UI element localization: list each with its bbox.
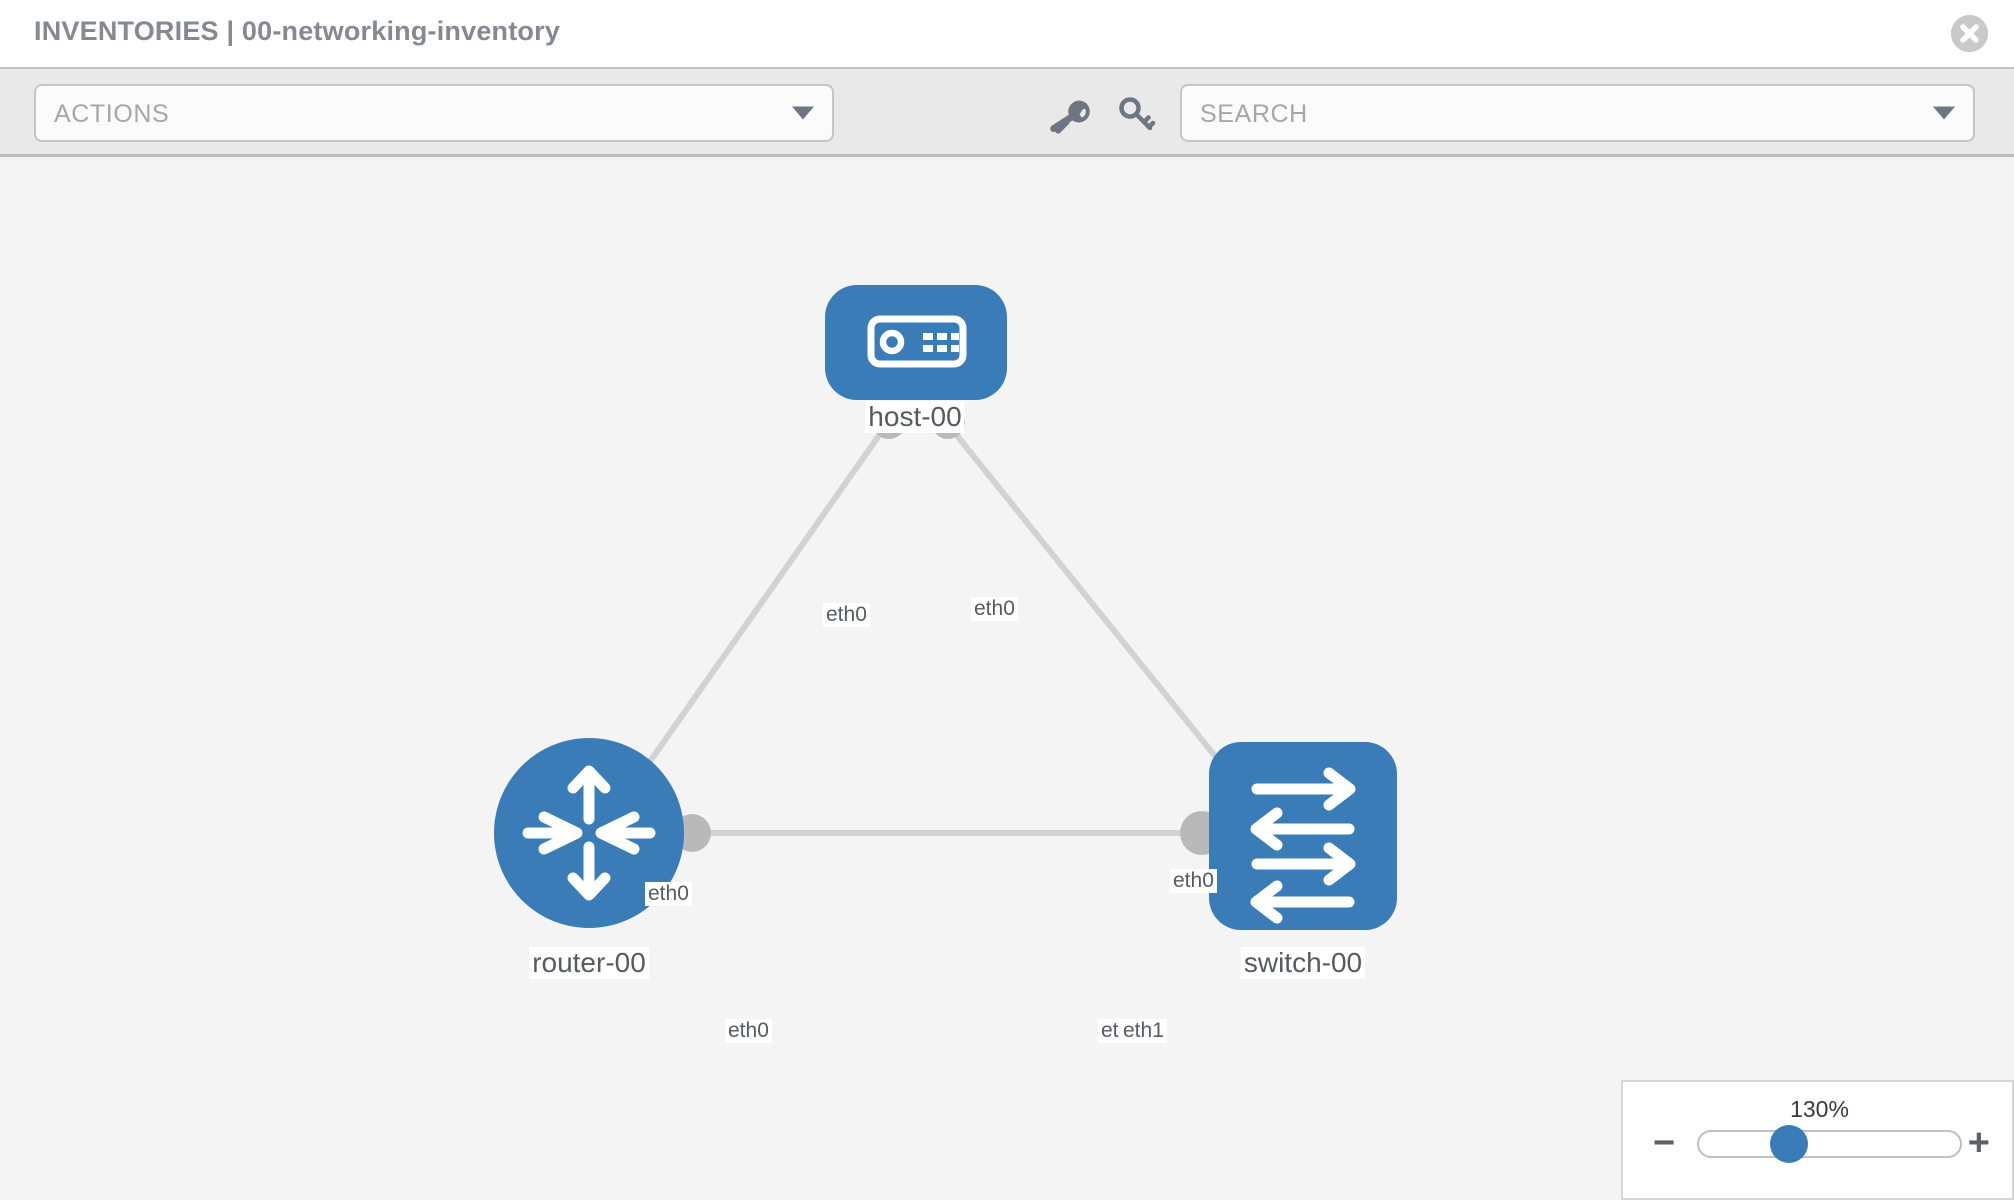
node-label-host-00: host-00 — [865, 401, 965, 433]
topology-connectors — [673, 405, 1253, 855]
topology-canvas[interactable]: host-00 router-00 switch-00 eth0 eth0 et… — [0, 157, 2014, 1200]
zoom-slider-thumb[interactable] — [1770, 1125, 1808, 1163]
edge-host00-switch00 — [947, 425, 1251, 799]
toolbar: ACTIONS SEARCH — [0, 67, 2014, 157]
node-label-switch-00: switch-00 — [1240, 947, 1366, 979]
node-label-router-00: router-00 — [529, 947, 649, 979]
actions-dropdown-label: ACTIONS — [54, 100, 170, 128]
page-title: INVENTORIES | 00-networking-inventory — [34, 16, 561, 46]
search-input-text: SEARCH — [1200, 100, 1308, 128]
node-switch-00 — [1209, 742, 1397, 930]
iface-label-switch00-west: eth1 — [1120, 1019, 1167, 1043]
close-icon[interactable] — [1951, 15, 1988, 52]
zoom-slider-track[interactable] — [1697, 1130, 1962, 1158]
zoom-in-button[interactable]: + — [1967, 1122, 1990, 1164]
iface-label-router00-east: eth0 — [725, 1019, 772, 1043]
switch-arrows-icon — [1250, 767, 1356, 924]
actions-dropdown[interactable]: ACTIONS — [34, 84, 834, 142]
zoom-level-value: 130% — [1790, 1096, 1849, 1122]
server-icon — [867, 315, 967, 368]
topology-graph — [494, 285, 1397, 930]
page-header: INVENTORIES | 00-networking-inventory — [0, 0, 2014, 67]
zoom-out-button[interactable]: − — [1653, 1122, 1676, 1164]
key-icon[interactable] — [1113, 91, 1159, 137]
node-host-00 — [825, 285, 1007, 400]
edge-host00-router00 — [622, 425, 888, 799]
iface-label-host00-right: eth0 — [971, 597, 1018, 621]
router-arrows-icon — [522, 765, 656, 901]
iface-label-router00-north: eth0 — [645, 882, 692, 906]
search-input[interactable]: SEARCH — [1180, 84, 1975, 142]
iface-label-host00-left: eth0 — [823, 603, 870, 627]
node-router-00 — [494, 738, 684, 928]
topology-edges — [622, 425, 1251, 836]
zoom-control-panel: 130% − + — [1621, 1080, 2014, 1200]
chevron-down-icon — [792, 106, 814, 120]
wrench-icon[interactable] — [1046, 91, 1092, 137]
chevron-down-icon — [1933, 106, 1955, 120]
iface-label-switch00-north: eth0 — [1170, 869, 1217, 893]
